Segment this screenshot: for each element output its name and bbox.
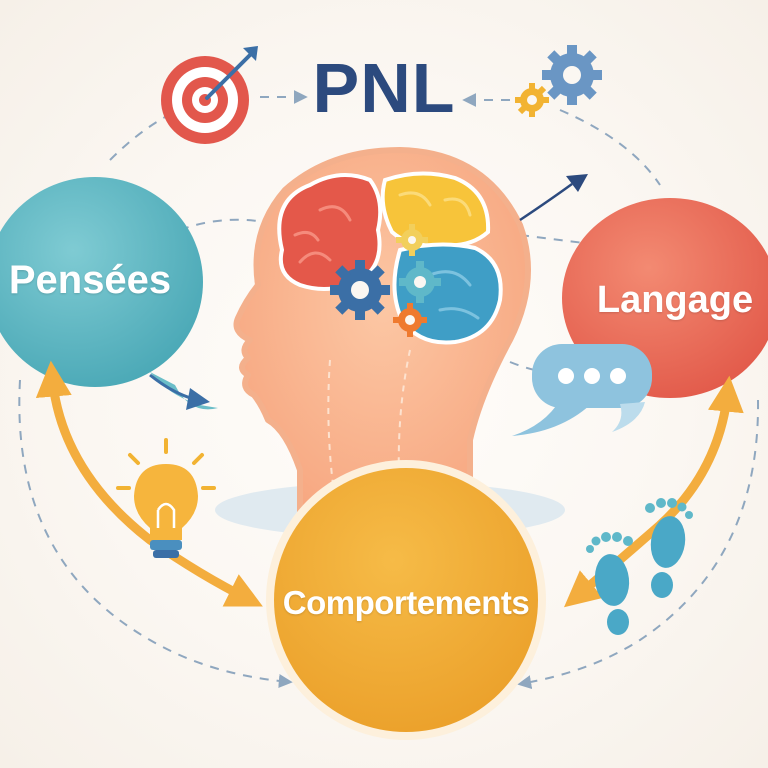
gears-icon — [515, 45, 602, 117]
speech-bubble-icon — [512, 344, 652, 436]
diagram-title: PNL — [312, 49, 456, 127]
pensees-bubble — [0, 177, 203, 387]
footprints-icon — [586, 498, 693, 635]
langage-label: Langage — [596, 279, 754, 321]
target-icon — [161, 46, 258, 144]
comportements-label: Comportements — [282, 584, 530, 621]
pensees-label: Pensées — [8, 258, 172, 302]
lightbulb-icon — [116, 438, 216, 558]
brain-icon — [277, 171, 503, 345]
